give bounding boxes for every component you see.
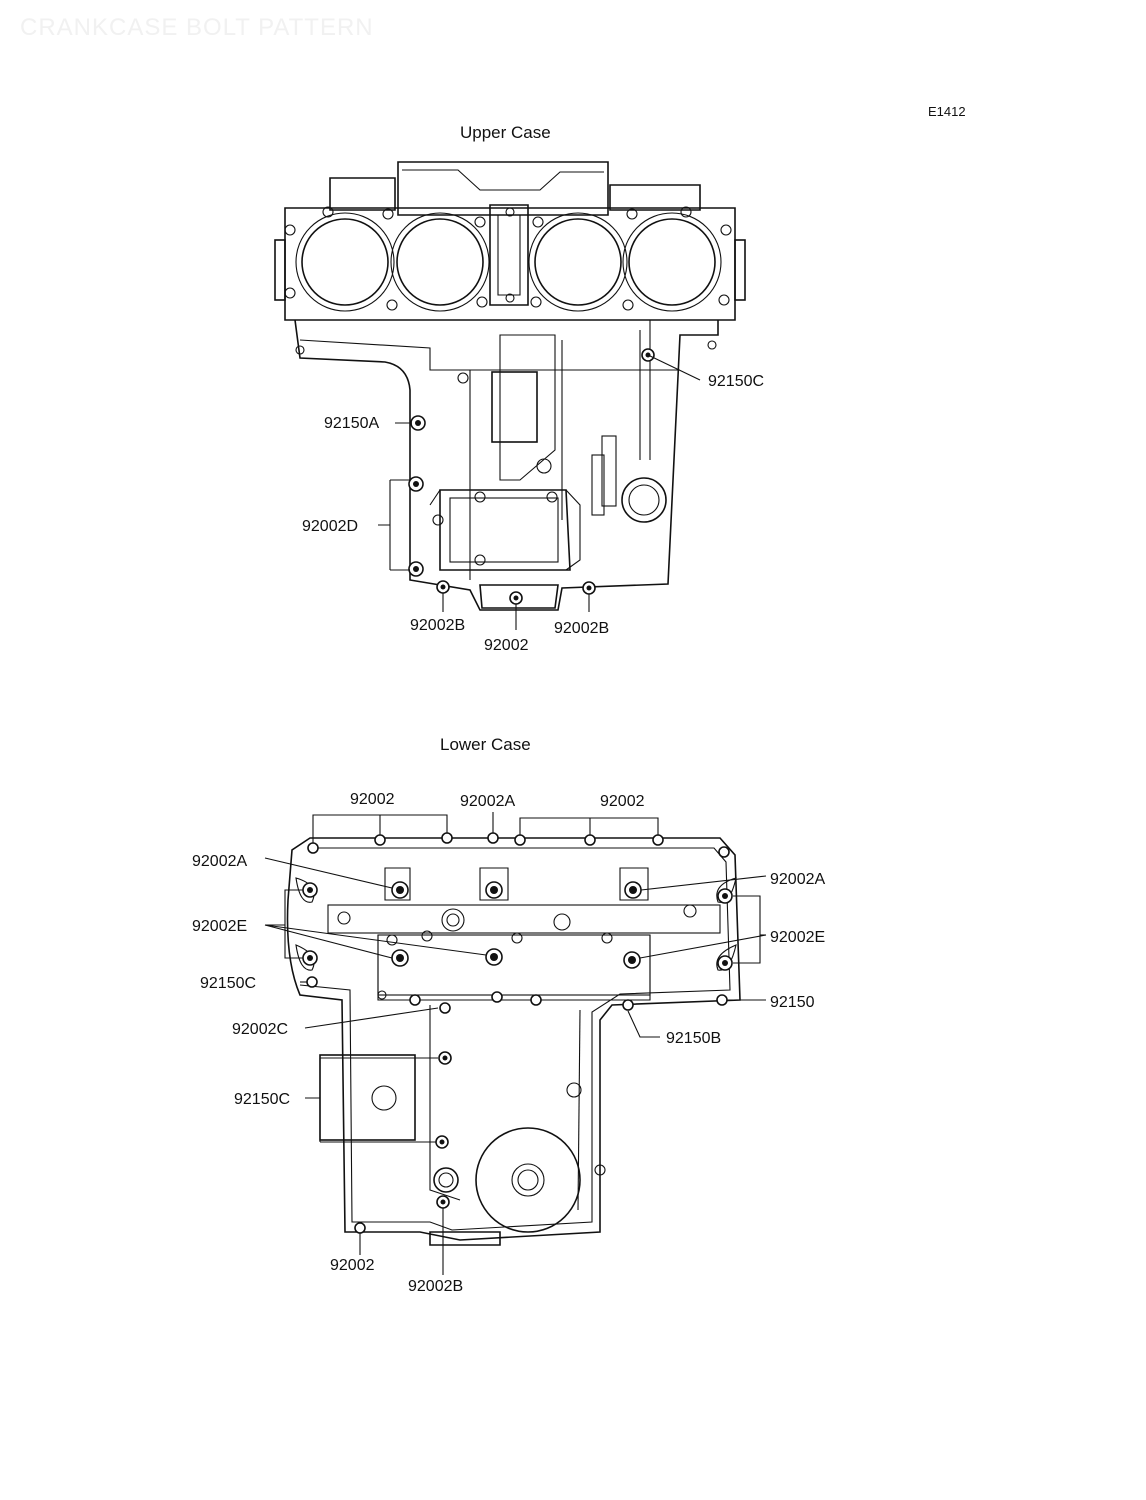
lower-case-group: Lower Case [192, 735, 825, 1295]
lower-label-left-92002C: 92002C [232, 1021, 288, 1038]
lower-label-right-92002A: 92002A [770, 871, 825, 888]
lower-label-right-92150B: 92150B [666, 1030, 721, 1047]
upper-label-92002B-left: 92002B [410, 617, 465, 634]
header-title: CRANKCASE BOLT PATTERN [20, 14, 374, 41]
lower-case-bolts [302, 832, 733, 1234]
lower-label-bottom-92002: 92002 [330, 1257, 375, 1274]
upper-label-92002D: 92002D [302, 518, 358, 535]
upper-label-92002B-right: 92002B [554, 620, 609, 637]
lower-label-top-92002-right: 92002 [600, 793, 645, 810]
lower-label-mid-92150C: 92150C [234, 1091, 290, 1108]
lower-label-left-92002E: 92002E [192, 918, 247, 935]
lower-label-bottom-92002B: 92002B [408, 1278, 463, 1295]
lower-label-top-92002A: 92002A [460, 793, 515, 810]
lower-label-right-92150: 92150 [770, 994, 815, 1011]
lower-label-left-92150C: 92150C [200, 975, 256, 992]
upper-case-title: Upper Case [460, 123, 551, 142]
upper-case-outline [274, 161, 746, 611]
upper-label-92150A: 92150A [324, 415, 379, 432]
upper-label-92150C: 92150C [708, 373, 764, 390]
lower-label-top-92002-left: 92002 [350, 791, 395, 808]
upper-label-92002: 92002 [484, 637, 529, 654]
upper-case-leaders [378, 354, 701, 630]
upper-case-bolts [408, 348, 655, 605]
lower-case-outline [286, 837, 741, 1246]
diagram-id: E1412 [928, 104, 966, 119]
upper-case-group: Upper Case [274, 123, 764, 654]
lower-case-leaders [264, 812, 767, 1275]
lower-label-left-92002A: 92002A [192, 853, 247, 870]
lower-label-right-92002E: 92002E [770, 929, 825, 946]
lower-case-title: Lower Case [440, 735, 531, 754]
